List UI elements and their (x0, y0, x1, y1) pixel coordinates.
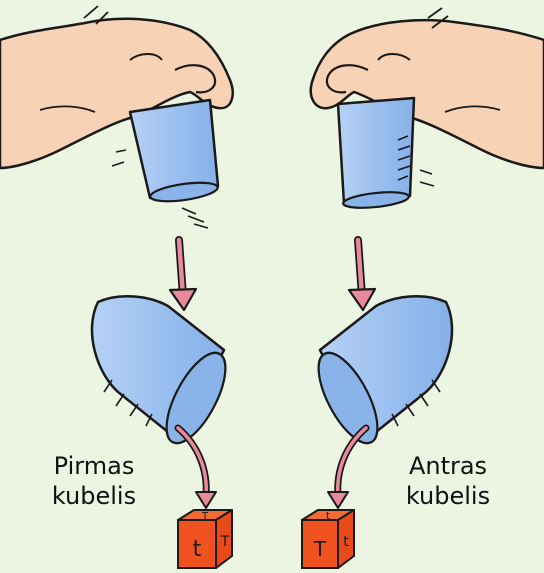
first-die-label: Pirmas kubelis (24, 451, 164, 511)
first-die-label-line2: kubelis (24, 481, 164, 511)
second-die-front-face: T (313, 537, 327, 561)
first-die-side-face: T (220, 534, 230, 550)
right-down-arrow-icon (349, 240, 375, 310)
second-die-label-line2: kubelis (378, 481, 518, 511)
second-die-label: Antras kubelis (378, 451, 518, 511)
first-die-front-face: t (193, 537, 202, 562)
first-die-top-face: T (201, 511, 209, 522)
second-die-icon: T t t (302, 510, 354, 568)
right-tilted-cup-icon (307, 296, 452, 451)
left-tilted-cup-icon (92, 296, 237, 451)
second-die-top-face: t (326, 511, 330, 522)
first-die-label-line1: Pirmas (24, 451, 164, 481)
left-down-arrow-icon (170, 240, 196, 310)
second-die-side-face: t (343, 534, 349, 550)
first-die-icon: t T T (178, 510, 232, 568)
second-die-label-line1: Antras (378, 451, 518, 481)
